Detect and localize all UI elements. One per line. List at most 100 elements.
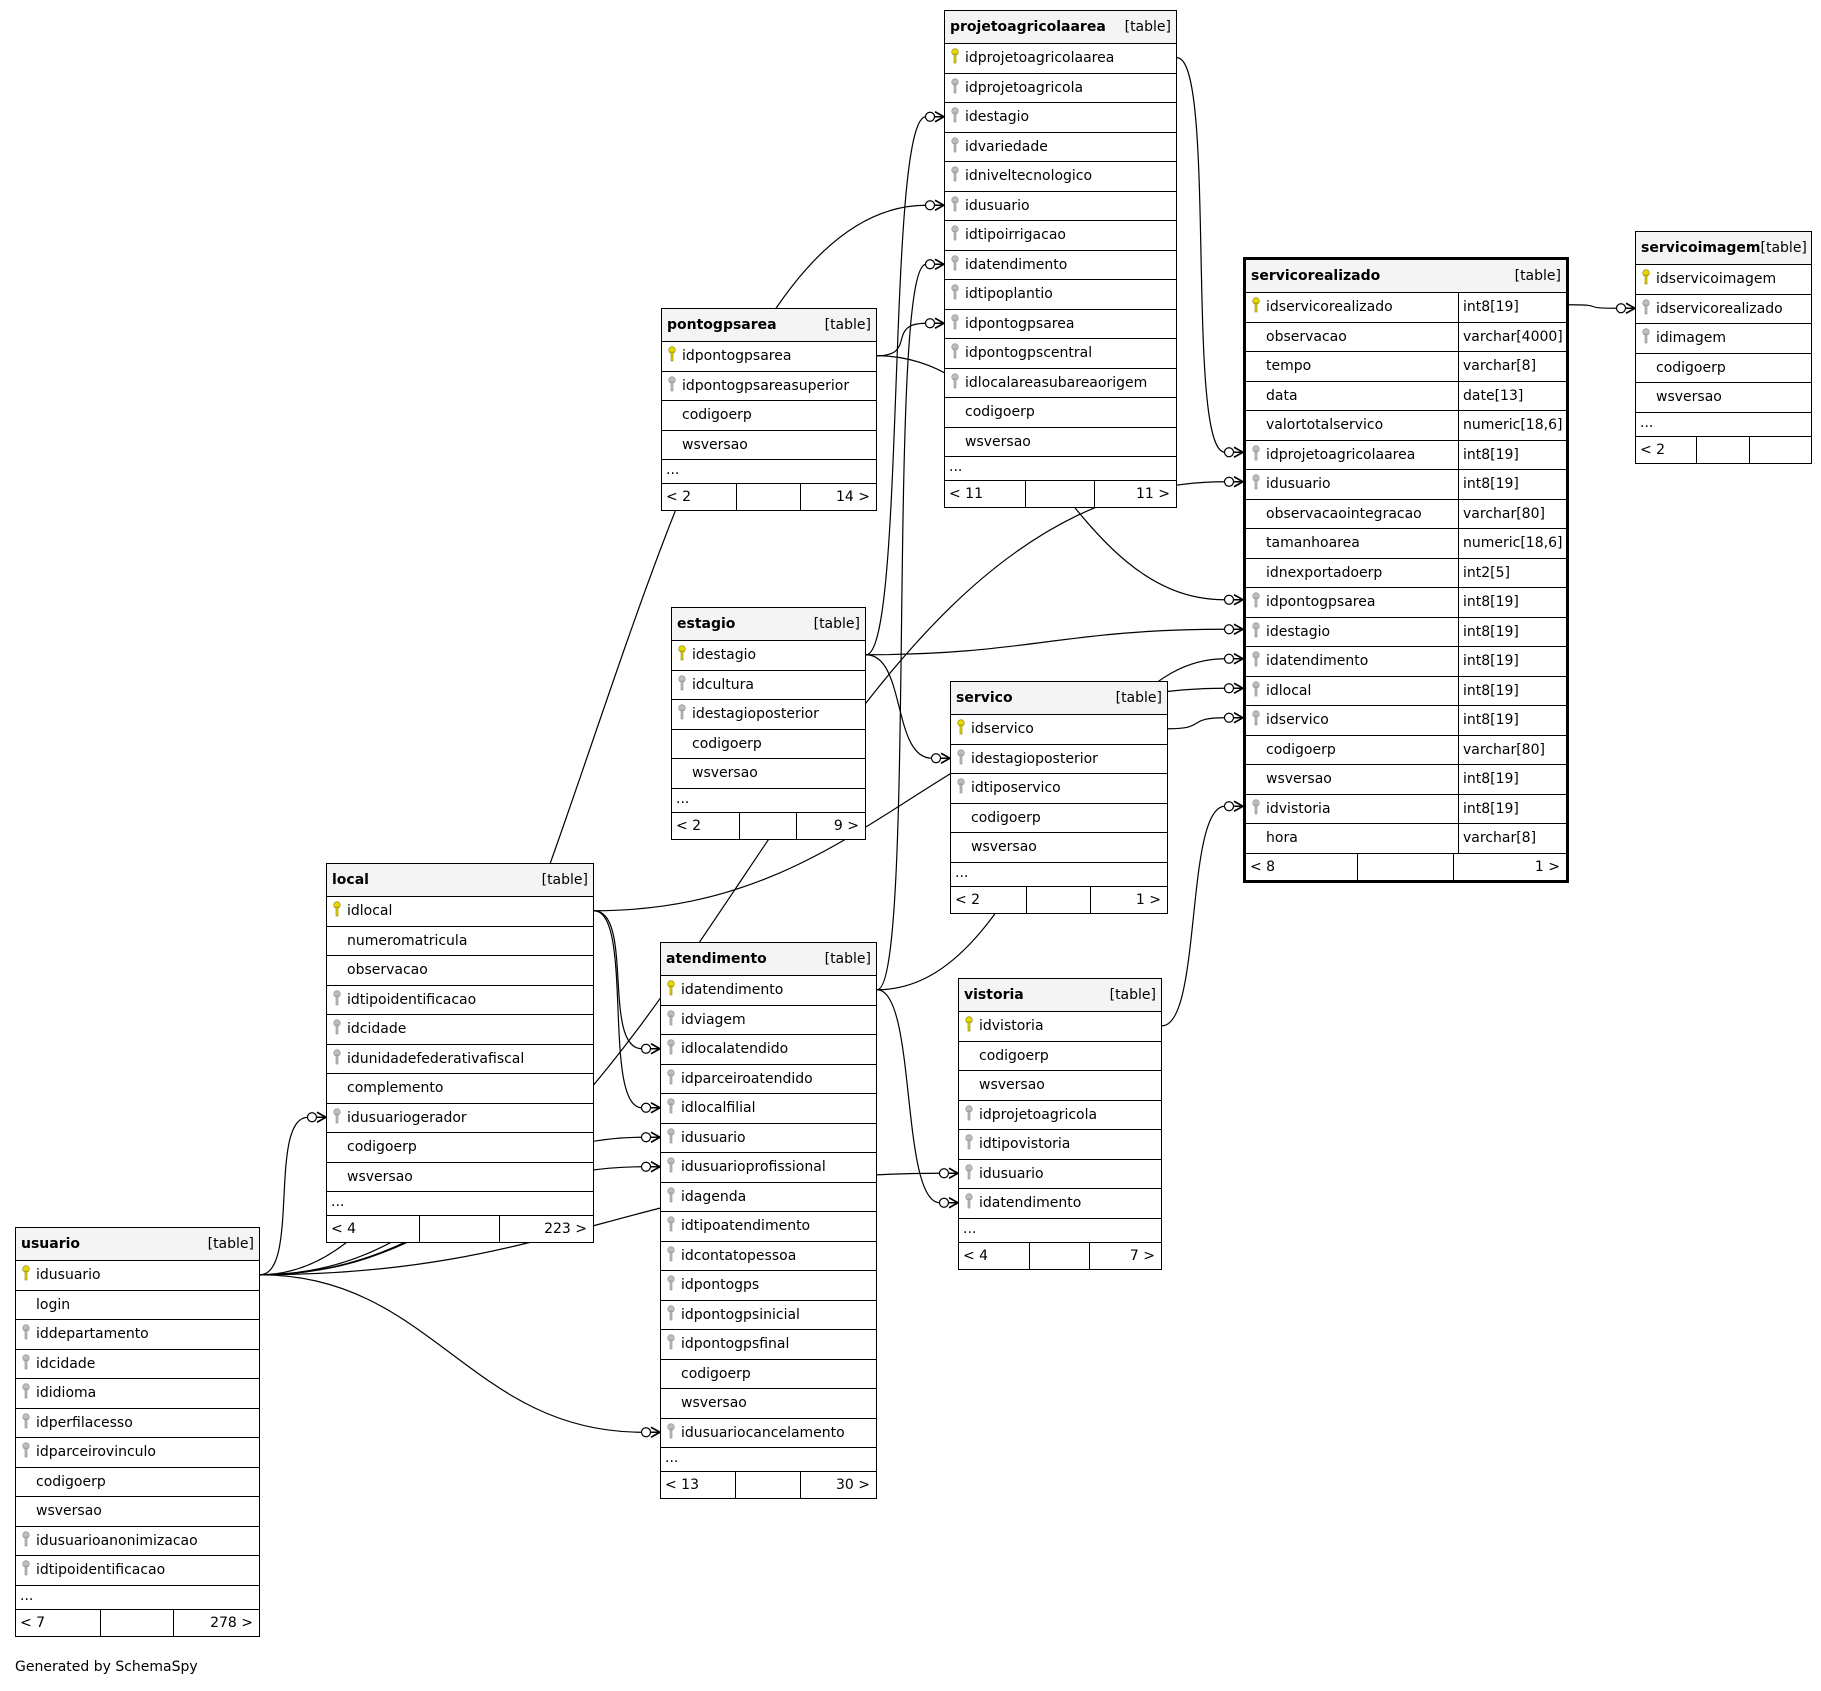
column-row[interactable]: wsversao — [327, 1163, 593, 1192]
column-row[interactable]: idestagioposterior — [672, 700, 865, 730]
children-count[interactable]: 30 > — [836, 1477, 870, 1493]
column-row[interactable]: codigoerp — [16, 1468, 259, 1497]
column-name[interactable]: idpontogpsareasuperior — [682, 377, 850, 394]
column-row[interactable]: idunidadefederativafiscal — [327, 1045, 593, 1074]
column-row[interactable]: idestagio — [672, 641, 865, 671]
column-row[interactable]: ididioma — [16, 1379, 259, 1409]
table-header[interactable]: local[table] — [327, 864, 593, 897]
column-name[interactable]: tamanhoarea — [1266, 535, 1360, 552]
column-name[interactable]: idlocalareasubareaorigem — [965, 374, 1148, 391]
column-row[interactable]: login — [16, 1291, 259, 1320]
parents-count[interactable]: < 13 — [661, 1472, 737, 1498]
column-name[interactable]: wsversao — [971, 839, 1037, 856]
parents-count[interactable]: < 7 — [16, 1609, 102, 1636]
column-row[interactable]: complemento — [327, 1074, 593, 1104]
column-name[interactable]: idtipovistoria — [979, 1136, 1071, 1153]
column-name[interactable]: idtipoatendimento — [681, 1218, 811, 1235]
column-row[interactable]: idtipovistoria — [959, 1130, 1161, 1160]
column-row[interactable]: codigoerp — [672, 730, 865, 759]
column-name[interactable]: ididioma — [36, 1385, 97, 1402]
column-row[interactable]: idparceirovinculo — [16, 1438, 259, 1468]
column-name[interactable]: complemento — [347, 1080, 444, 1097]
column-name[interactable]: numeromatricula — [347, 932, 468, 949]
column-row[interactable]: idtipoidentificacao — [327, 986, 593, 1015]
column-name[interactable]: idservico — [971, 721, 1034, 738]
column-name[interactable]: idvistoria — [1266, 800, 1331, 817]
column-name[interactable]: idpontogpsarea — [965, 315, 1075, 332]
column-name[interactable]: idusuario — [979, 1165, 1044, 1182]
column-name[interactable]: idpontogpsarea — [1266, 594, 1376, 611]
column-row[interactable]: codigoerp — [959, 1042, 1161, 1071]
table-header[interactable]: servicoimagem[table] — [1636, 232, 1811, 265]
column-name[interactable]: idestagio — [1266, 623, 1331, 640]
column-row[interactable]: idatendimento — [661, 976, 876, 1006]
column-row[interactable]: idprojetoagricolaarea — [945, 44, 1176, 74]
column-row[interactable]: idlocalatendido — [661, 1035, 876, 1065]
column-name[interactable]: idcultura — [692, 676, 754, 693]
column-row[interactable]: idvistoria — [959, 1012, 1161, 1042]
column-name[interactable]: idlocal — [347, 903, 393, 920]
column-name[interactable]: wsversao — [1656, 389, 1722, 406]
parents-count[interactable]: < 4 — [959, 1242, 1030, 1269]
column-row[interactable]: idprojetoagricola — [959, 1101, 1161, 1130]
column-name[interactable]: wsversao — [347, 1168, 413, 1185]
column-row[interactable]: idcultura — [672, 671, 865, 700]
column-name[interactable]: idusuario — [965, 197, 1030, 214]
column-row[interactable]: idpontogpsinicial — [661, 1301, 876, 1330]
column-row[interactable]: codigoerp — [662, 401, 876, 431]
column-row[interactable]: codigoerp — [945, 398, 1176, 428]
parents-count[interactable]: < 2 — [662, 484, 737, 510]
column-row[interactable]: idparceiroatendido — [661, 1065, 876, 1094]
table-name[interactable]: local — [332, 872, 369, 888]
table-name[interactable]: servico — [956, 690, 1013, 706]
column-name[interactable]: idniveltecnologico — [965, 168, 1093, 185]
column-name[interactable]: idusuario — [681, 1129, 746, 1146]
table-header[interactable]: vistoria[table] — [959, 979, 1161, 1012]
column-row[interactable]: idlocalfilial — [661, 1094, 876, 1124]
column-row[interactable]: wsversao — [662, 431, 876, 460]
column-row[interactable]: numeromatricula — [327, 927, 593, 956]
column-row[interactable]: idtiposervico — [951, 774, 1167, 804]
table-header[interactable]: pontogpsarea[table] — [662, 309, 876, 342]
column-name[interactable]: codigoerp — [971, 809, 1041, 826]
column-name[interactable]: idcidade — [347, 1021, 407, 1038]
column-name[interactable]: valortotalservico — [1266, 417, 1384, 434]
column-row[interactable]: idservico — [951, 715, 1167, 745]
column-name[interactable]: idpontogps — [681, 1277, 760, 1294]
column-name[interactable]: idprojetoagricola — [965, 79, 1084, 96]
column-row[interactable]: wsversao — [661, 1389, 876, 1419]
column-name[interactable]: idperfilacesso — [36, 1414, 133, 1431]
column-name[interactable]: codigoerp — [682, 407, 752, 424]
column-row[interactable]: idatendimento — [945, 251, 1176, 280]
column-name[interactable]: idtipoidentificacao — [36, 1562, 166, 1579]
column-row[interactable]: idlocalareasubareaorigem — [945, 369, 1176, 398]
column-name[interactable]: idviagem — [681, 1011, 746, 1028]
column-row[interactable]: idusuariogerador — [327, 1104, 593, 1133]
column-name[interactable]: idservicorealizado — [1266, 299, 1393, 316]
column-name[interactable]: idprojetoagricolaarea — [1266, 446, 1416, 463]
column-name[interactable]: idlocal — [1266, 682, 1312, 699]
table-header[interactable]: projetoagricolaarea[table] — [945, 11, 1176, 44]
children-count[interactable]: 223 > — [544, 1221, 587, 1237]
column-name[interactable]: idestagio — [692, 647, 757, 664]
column-name[interactable]: tempo — [1266, 358, 1312, 375]
column-row[interactable]: idusuariocancelamento — [661, 1419, 876, 1448]
column-row[interactable]: codigoerp — [661, 1360, 876, 1389]
column-name[interactable]: idparceiroatendido — [681, 1070, 813, 1087]
column-row[interactable]: codigoerp — [1636, 354, 1811, 383]
parents-count[interactable]: < 2 — [951, 886, 1027, 913]
column-name[interactable]: idservicorealizado — [1656, 300, 1783, 317]
parents-count[interactable]: < 2 — [672, 812, 740, 839]
column-name[interactable]: codigoerp — [979, 1047, 1049, 1064]
